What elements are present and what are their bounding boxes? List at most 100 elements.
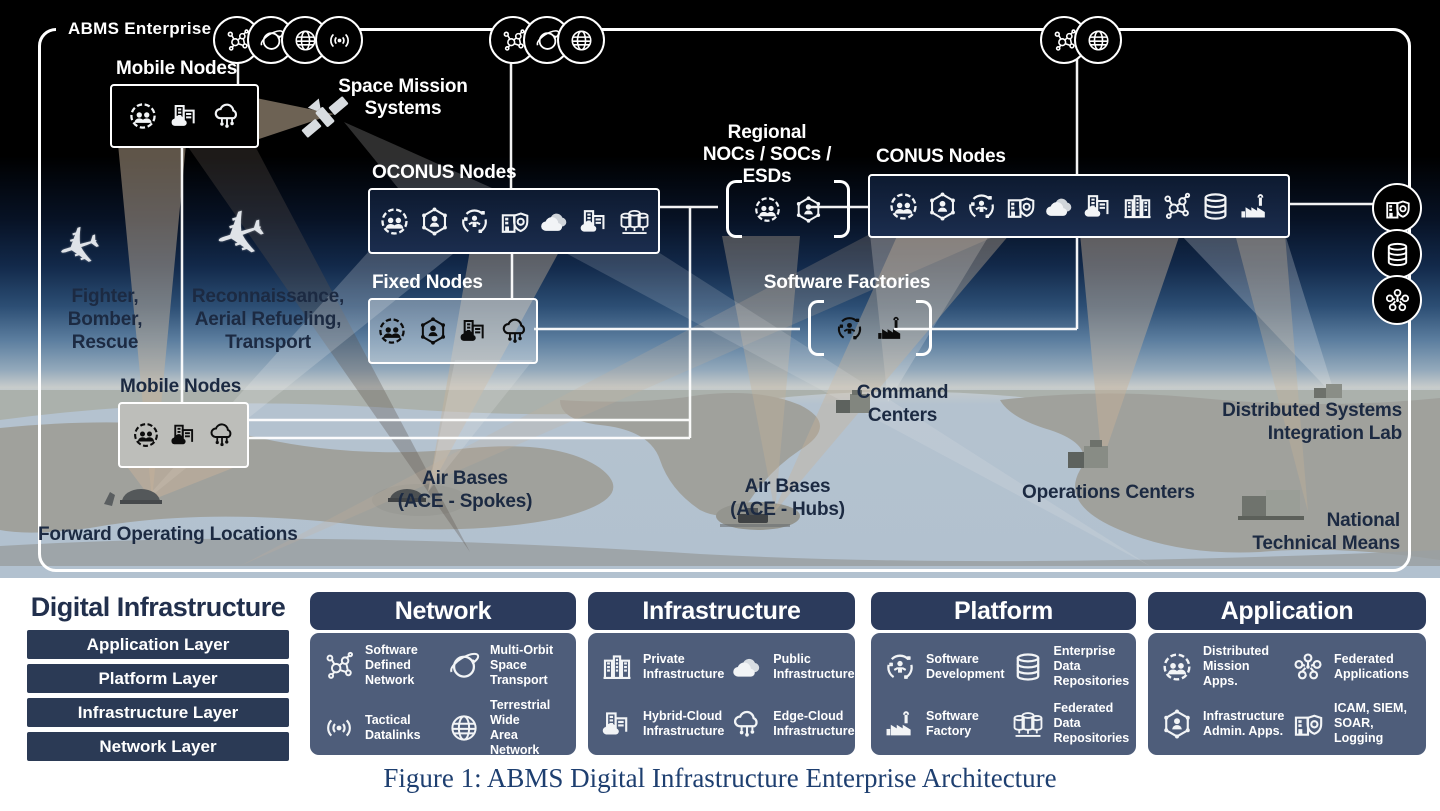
left-bracket: [726, 180, 742, 238]
enterprise-data-repositories-icon: [1011, 650, 1045, 684]
distributed-mission-apps-icon: [1160, 650, 1194, 684]
hybrid-cloud-infrastructure-icon: [169, 100, 201, 132]
conus-nodes-box: [868, 174, 1290, 238]
hybrid-cloud-infrastructure-icon: [578, 205, 611, 238]
mobile-nodes-top-label: Mobile Nodes: [116, 58, 238, 79]
command-centers-label: Command Centers: [856, 382, 949, 426]
forward-operating-locations-label: Forward Operating Locations: [38, 524, 298, 545]
platform-layer-bar: Platform Layer: [27, 664, 289, 693]
regional-nocs-group: [718, 180, 858, 238]
public-infrastructure-icon: [730, 650, 764, 684]
ntm-label: National Technical Means: [1252, 510, 1400, 554]
legend-item: Software Development: [883, 643, 1005, 690]
icam-siem-soar-logging-icon: [498, 205, 531, 238]
software-factory-icon: [1238, 190, 1271, 223]
dsil-label: Distributed Systems Integration Lab: [1222, 400, 1402, 444]
legend-item-label: Private Infrastructure: [643, 651, 725, 681]
legend-item: Federated Data Repositories: [1011, 700, 1130, 747]
edge-cloud-infrastructure-icon: [211, 100, 243, 132]
space-mission-systems-label: Space Mission Systems: [338, 76, 468, 119]
legend-item-label: Infrastructure Admin. Apps.: [1203, 708, 1285, 738]
private-infrastructure-icon: [600, 650, 634, 684]
enterprise-data-repositories-icon: [1372, 229, 1422, 279]
multi-orbit-space-transport-icon: [447, 649, 481, 683]
infrastructure-layer-bar: Infrastructure Layer: [27, 698, 289, 727]
public-infrastructure-icon: [1043, 190, 1076, 223]
infrastructure-admin-apps-icon: [1160, 707, 1194, 741]
hybrid-cloud-infrastructure-icon: [169, 420, 199, 450]
software-factories-label: Software Factories: [763, 272, 931, 293]
regional-nocs-socs-esds-label: Regional NOCs / SOCs / ESDs: [702, 122, 832, 187]
fixed-nodes-label: Fixed Nodes: [372, 272, 483, 293]
legend-item-label: Federated Applications: [1334, 651, 1410, 681]
abms-enterprise-diagram: ABMS Enterprise Mobile Nodes Space Missi…: [0, 0, 1440, 578]
legend-item-label: Terrestrial Wide Area Network: [490, 698, 551, 757]
distributed-mission-apps-icon: [752, 194, 783, 225]
dsil-building-icon: [1314, 384, 1342, 398]
icam-siem-soar-logging-icon: [1004, 190, 1037, 223]
legend-item: Distributed Mission Apps.: [1160, 643, 1285, 690]
software-development-icon: [883, 650, 917, 684]
hybrid-cloud-infrastructure-icon: [600, 707, 634, 741]
right-bracket: [916, 300, 932, 356]
federated-data-repositories-icon: [618, 205, 651, 238]
legend-item-label: Federated Data Repositories: [1053, 701, 1130, 745]
terrestrial-wide-area-network-icon: [1074, 16, 1122, 64]
digital-infrastructure-panel: Digital Infrastructure Application Layer…: [15, 590, 301, 761]
public-infrastructure-icon: [538, 205, 571, 238]
legend-item: Edge-Cloud Infrastructure: [730, 700, 855, 747]
abms-enterprise-label: ABMS Enterprise: [56, 17, 224, 41]
mobile-nodes-lower-label: Mobile Nodes: [120, 376, 242, 397]
legend-item: Private Infrastructure: [600, 643, 724, 690]
ntm-building-icon: [1238, 490, 1304, 520]
edge-cloud-infrastructure-icon: [207, 420, 237, 450]
infrastructure-legend-panel: Infrastructure Private Infrastructure Pu…: [588, 592, 855, 755]
fighter-bomber-rescue-label: Fighter, Bomber, Rescue: [67, 286, 143, 353]
oconus-nodes-label: OCONUS Nodes: [372, 162, 517, 183]
software-factory-icon: [875, 313, 906, 344]
legend-item: Public Infrastructure: [730, 643, 855, 690]
software-development-icon: [834, 313, 865, 344]
application-layer-bar: Application Layer: [27, 630, 289, 659]
infrastructure-admin-apps-icon: [417, 315, 449, 347]
enterprise-data-repositories-icon: [1199, 190, 1232, 223]
legend-item: Federated Applications: [1291, 643, 1416, 690]
air-bases-spokes-label: Air Bases (ACE - Spokes): [397, 468, 533, 512]
legend-item: Software Factory: [883, 700, 1005, 747]
command-centers-building-icon: [836, 390, 870, 413]
icam-siem-soar-logging-icon: [1291, 707, 1325, 741]
legend-item-label: Distributed Mission Apps.: [1203, 644, 1269, 688]
software-defined-network-icon: [1160, 190, 1193, 223]
platform-legend-panel: Platform Software Development Enterprise…: [871, 592, 1136, 755]
mobile-nodes-lower-box: [118, 402, 249, 468]
distributed-mission-apps-icon: [376, 315, 408, 347]
edge-cloud-infrastructure-icon: [499, 315, 531, 347]
hybrid-cloud-infrastructure-icon: [1082, 190, 1115, 223]
legend-item: Infrastructure Admin. Apps.: [1160, 700, 1285, 747]
legend-item-label: Software Defined Network: [365, 643, 418, 687]
distributed-mission-apps-icon: [378, 205, 411, 238]
application-legend-panel: Application Distributed Mission Apps. Fe…: [1148, 592, 1426, 755]
software-factory-icon: [883, 707, 917, 741]
oconus-nodes-box: [368, 188, 660, 254]
figure-caption: Figure 1: ABMS Digital Infrastructure En…: [383, 763, 1057, 793]
legend-item-label: Enterprise Data Repositories: [1053, 644, 1130, 688]
private-infrastructure-icon: [1121, 190, 1154, 223]
infrastructure-admin-apps-icon: [418, 205, 451, 238]
tactical-datalinks-icon: [322, 711, 356, 745]
federated-data-repositories-icon: [1011, 707, 1045, 741]
legend-item-label: Multi-Orbit Space Transport: [490, 643, 554, 687]
software-factories-group: [800, 300, 940, 356]
federated-applications-icon: [1372, 275, 1422, 325]
legend-item-label: Hybrid-Cloud Infrastructure: [643, 708, 725, 738]
fixed-nodes-box: [368, 298, 538, 364]
software-development-icon: [458, 205, 491, 238]
air-bases-hubs-label: Air Bases (ACE - Hubs): [730, 476, 845, 520]
infrastructure-admin-apps-icon: [926, 190, 959, 223]
legend-item-label: Tactical Datalinks: [365, 713, 421, 742]
legend-item: Software Defined Network: [322, 643, 441, 688]
legend-item: Terrestrial Wide Area Network: [447, 698, 566, 758]
infrastructure-panel-title: Infrastructure: [588, 592, 855, 630]
air-base-spokes-hangar-icon: [388, 489, 426, 502]
legend-item-label: Public Infrastructure: [773, 651, 855, 681]
